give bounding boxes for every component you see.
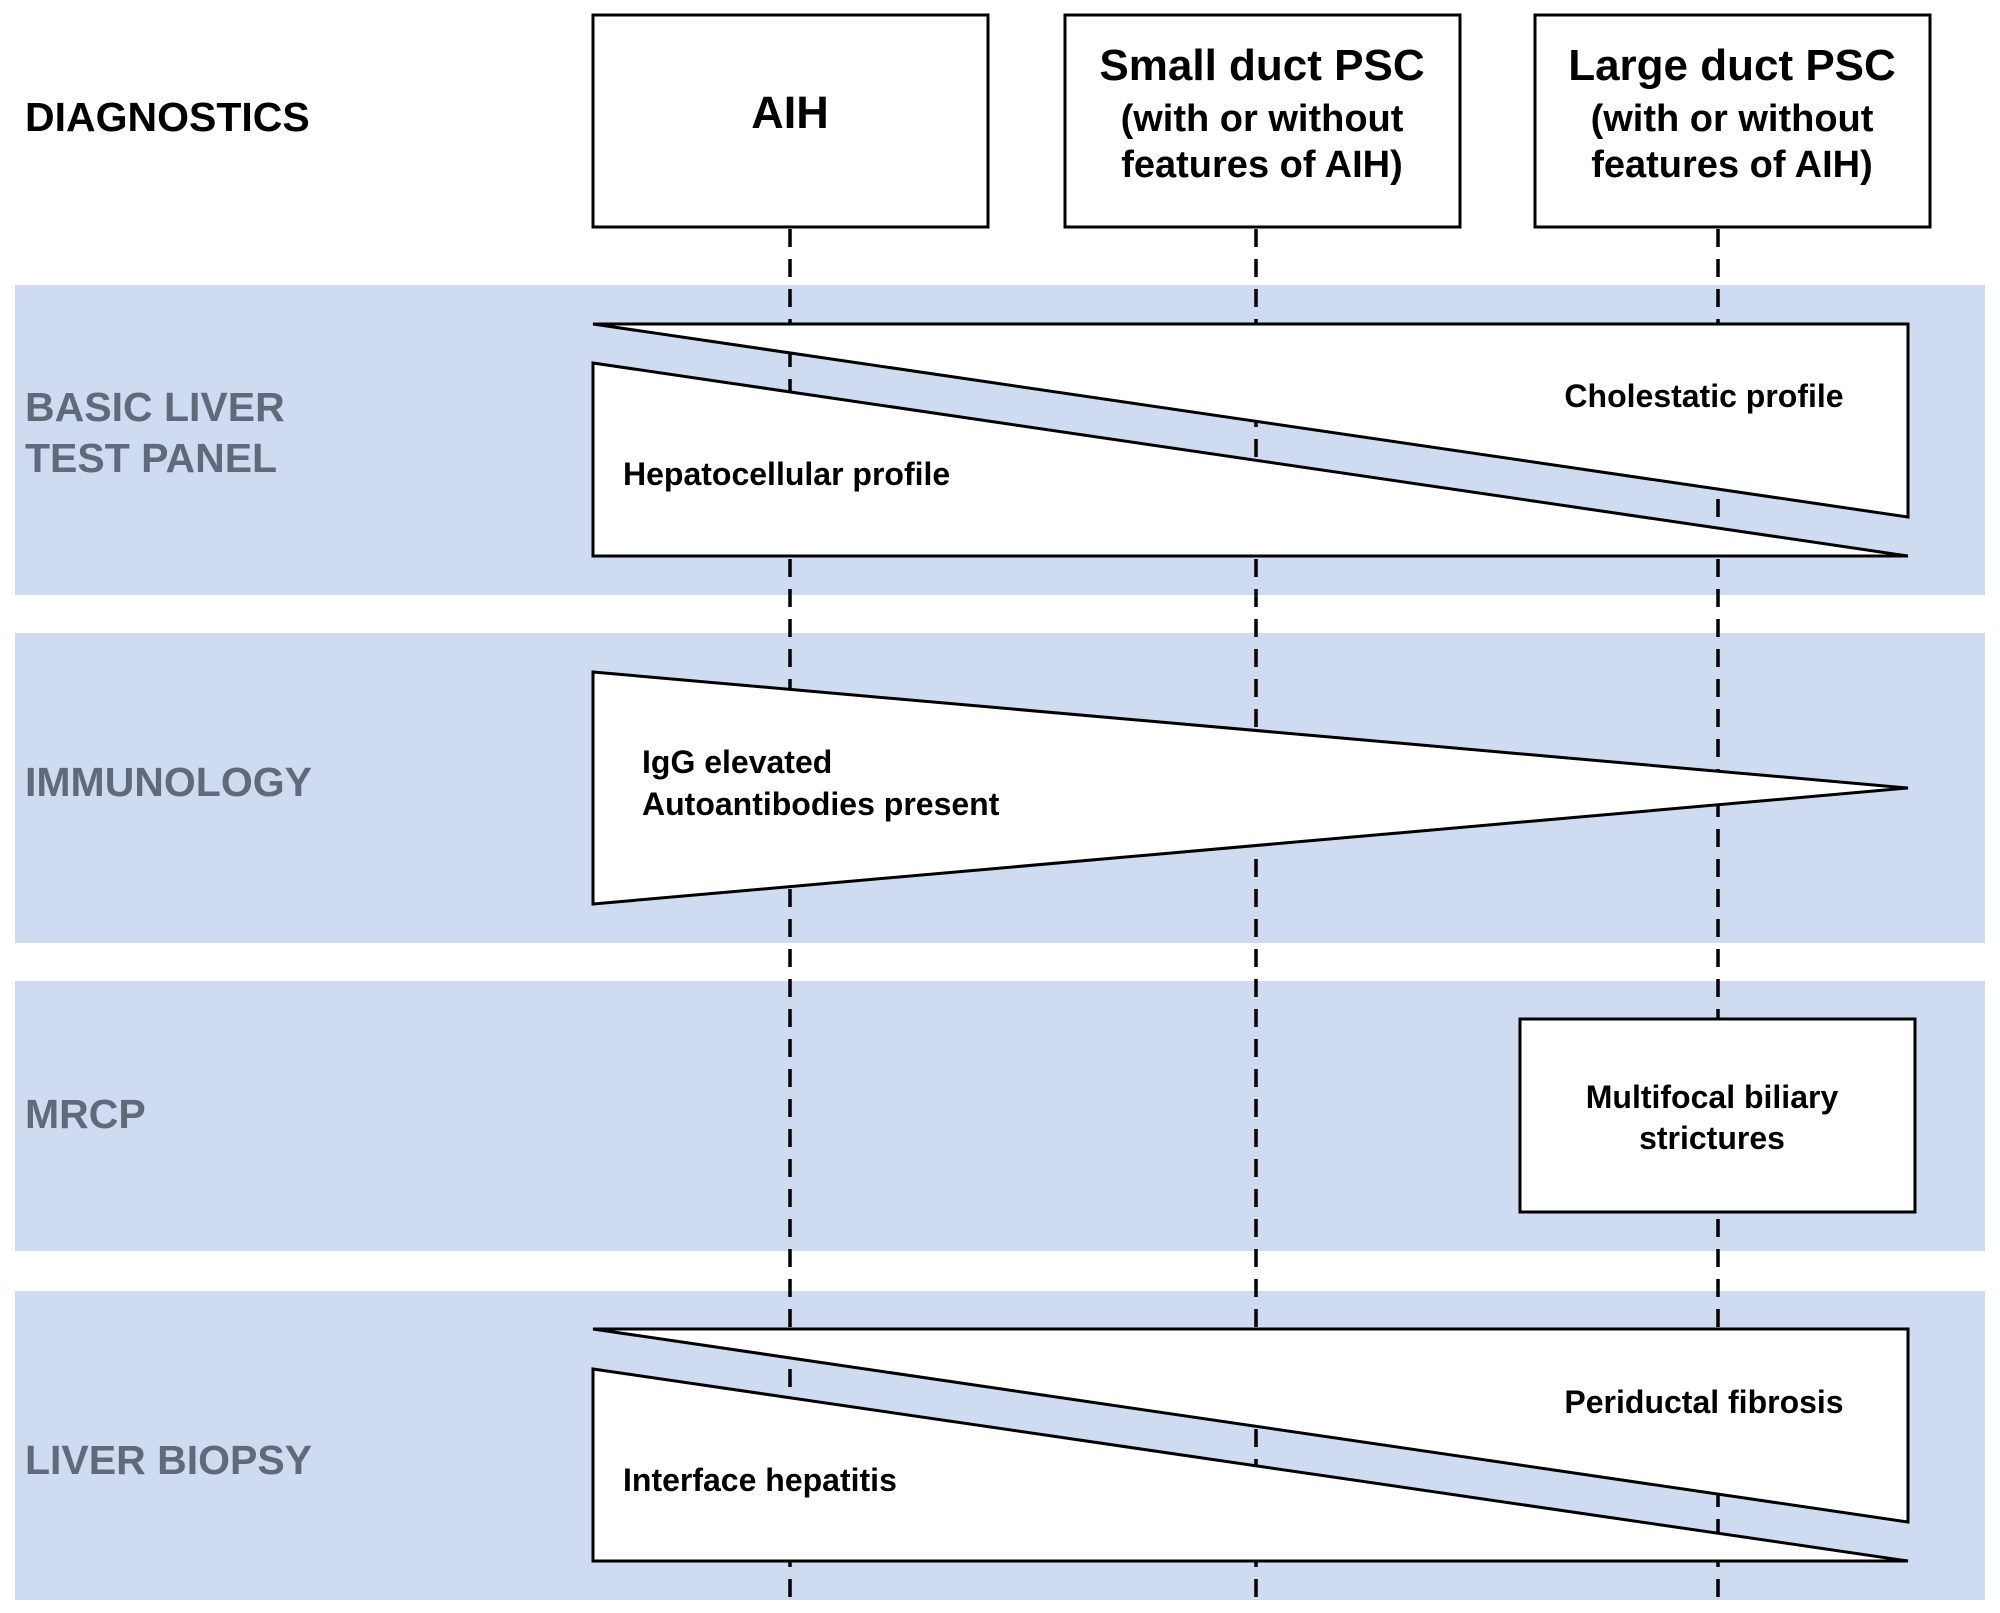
autoantibodies-present-text: Autoantibodies present [642, 786, 1000, 822]
column-title-small-duct-psc: Small duct PSC [1099, 41, 1424, 90]
hepatocellular-profile-text: Hepatocellular profile [623, 456, 950, 492]
multifocal-biliary-text: Multifocal biliary [1586, 1079, 1839, 1115]
interface-hepatitis-wedge [591, 1367, 1909, 1563]
column-header-small-duct-psc [1063, 13, 1462, 229]
interface-hepatitis-text: Interface hepatitis [623, 1462, 897, 1498]
hepatocellular-wedge [591, 361, 1909, 558]
cholestatic-wedge [592, 322, 1910, 519]
immunology-wedge [591, 670, 1909, 906]
row-label-immunology: IMMUNOLOGY [25, 759, 312, 805]
column-header-large-duct-psc [1533, 13, 1932, 229]
diagnostics-heading: DIAGNOSTICS [25, 94, 310, 140]
periductal-fibrosis-text: Periductal fibrosis [1564, 1384, 1843, 1420]
column-title-aih: AIH [751, 87, 829, 138]
igg-elevated-text: IgG elevated [642, 744, 832, 780]
row-label-basic-liver-1: BASIC LIVER [25, 384, 285, 430]
row-label-liver-biopsy: LIVER BIOPSY [25, 1437, 312, 1483]
column-title-large-duct-psc: Large duct PSC [1568, 41, 1896, 90]
column-subtitle-small-duct-psc-1: (with or without [1121, 98, 1404, 140]
cholestatic-profile-text: Cholestatic profile [1564, 378, 1843, 414]
row-label-basic-liver-2: TEST PANEL [25, 435, 277, 481]
column-subtitle-large-duct-psc-2: features of AIH) [1591, 144, 1873, 186]
row-label-mrcp: MRCP [25, 1091, 146, 1137]
column-subtitle-small-duct-psc-2: features of AIH) [1121, 144, 1403, 186]
periductal-fibrosis-wedge [592, 1327, 1910, 1524]
column-header-aih [591, 13, 990, 229]
mrcp-box [1518, 1017, 1917, 1214]
column-subtitle-large-duct-psc-1: (with or without [1591, 98, 1874, 140]
strictures-text: strictures [1639, 1120, 1785, 1156]
